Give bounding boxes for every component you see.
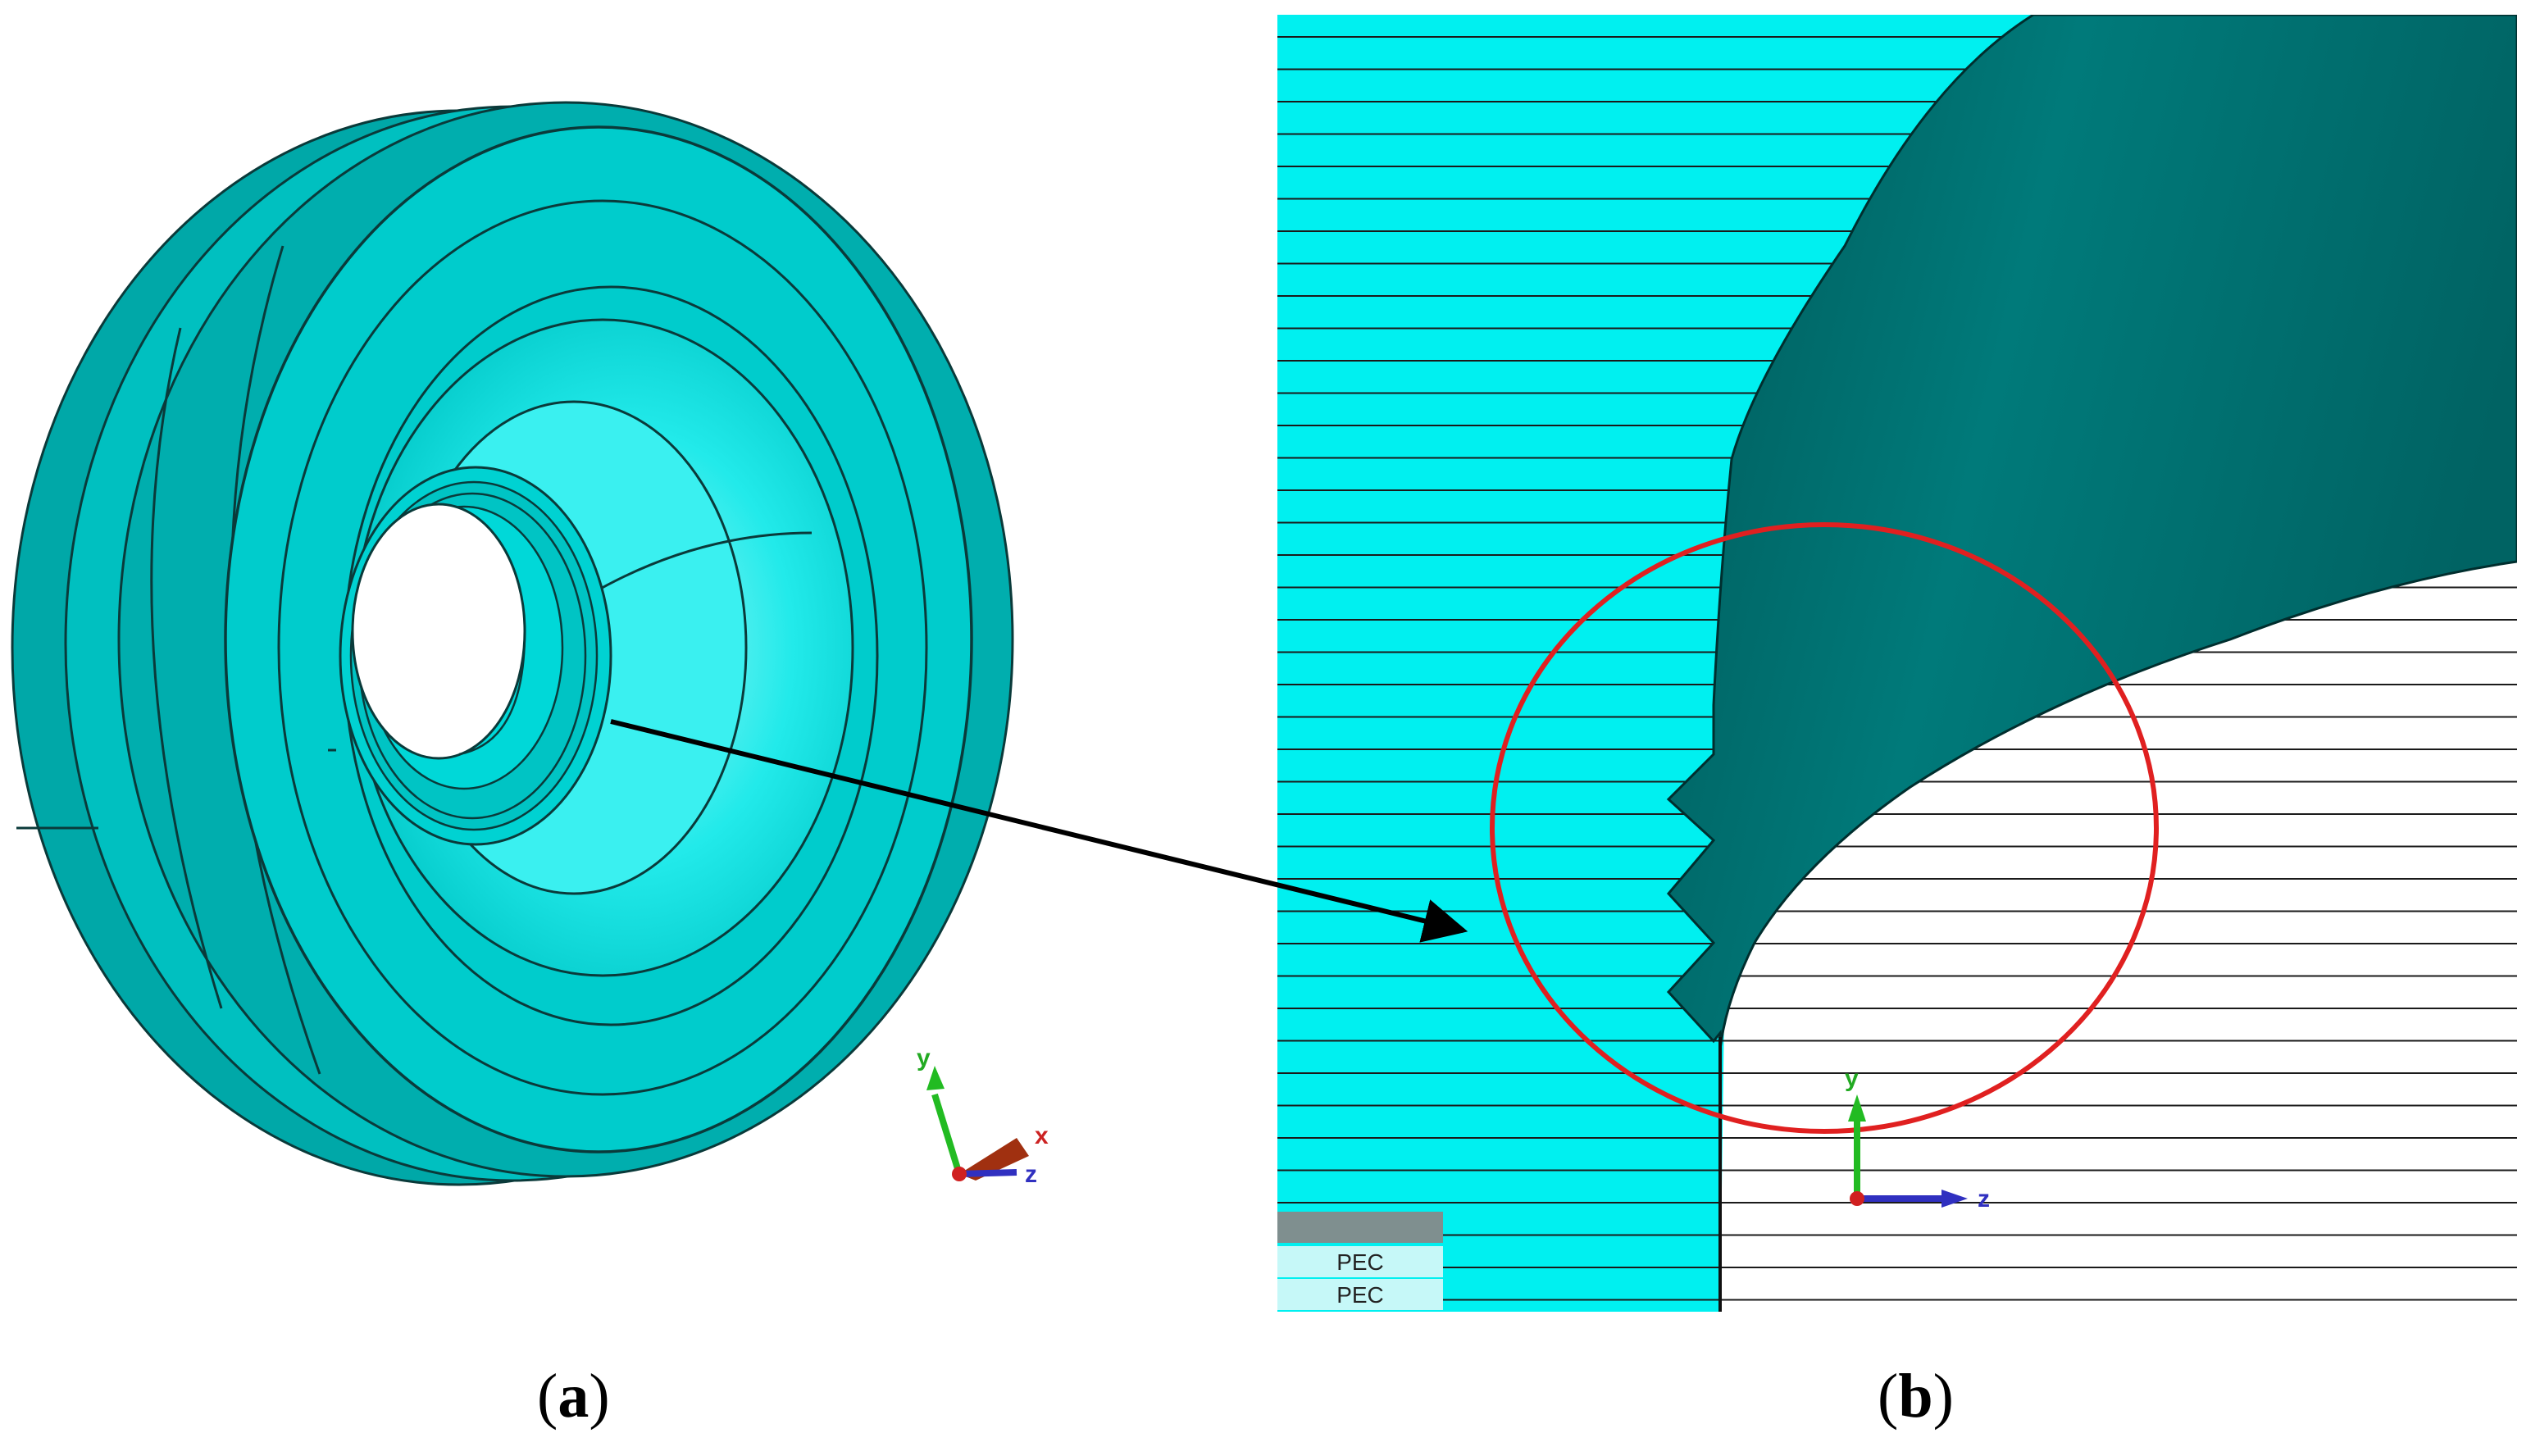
disk-rim-band-shade: [150, 327, 223, 1009]
axis-origin-b: [1850, 1191, 1864, 1206]
z-axis-arrowhead-b: [1941, 1190, 1968, 1208]
axis-origin-a: [952, 1167, 967, 1181]
panel-a-disk-model: [11, 101, 1014, 1186]
legend-header: [1277, 1212, 1443, 1243]
legend-label-2: PEC: [1336, 1282, 1384, 1308]
legend-label-1: PEC: [1336, 1249, 1384, 1275]
x-axis-label-a: x: [1035, 1122, 1049, 1149]
y-axis-label-a: y: [917, 1044, 931, 1072]
axis-triad-a: y x z: [917, 1044, 1049, 1188]
y-axis-arrow-a: [931, 1093, 963, 1176]
y-axis-label-b: y: [1845, 1065, 1859, 1092]
material-legend: PEC PEC: [1277, 1212, 1443, 1310]
teal-shell-surface: [1666, 15, 2517, 1050]
disk-bowl-seam: [590, 531, 813, 596]
disk-bore-inner-wall: [458, 630, 526, 756]
z-axis-label-b: z: [1978, 1185, 1990, 1213]
y-axis-arrowhead-b: [1848, 1094, 1866, 1122]
legend-row-1: [1277, 1246, 1443, 1277]
z-axis-label-a: z: [1025, 1161, 1037, 1188]
z-axis-arrow-a: [958, 1169, 1017, 1177]
zoom-arrow: [610, 719, 1468, 943]
axis-triad-b: y z: [1845, 1065, 1990, 1213]
x-axis-arrow-a: [959, 1138, 1029, 1181]
caption-a: (a): [537, 1362, 610, 1431]
disk-bore-hole: [351, 503, 526, 760]
caption-b: (b): [1878, 1362, 1954, 1431]
y-axis-arrowhead-a: [926, 1066, 945, 1090]
highlight-circle: [1490, 522, 2159, 1134]
legend-row-2: [1277, 1279, 1443, 1310]
panel-b-zoomed-section: [1277, 15, 2517, 1312]
mesh-lines: [1277, 36, 2517, 1301]
cyan-region: [1277, 15, 2033, 1312]
